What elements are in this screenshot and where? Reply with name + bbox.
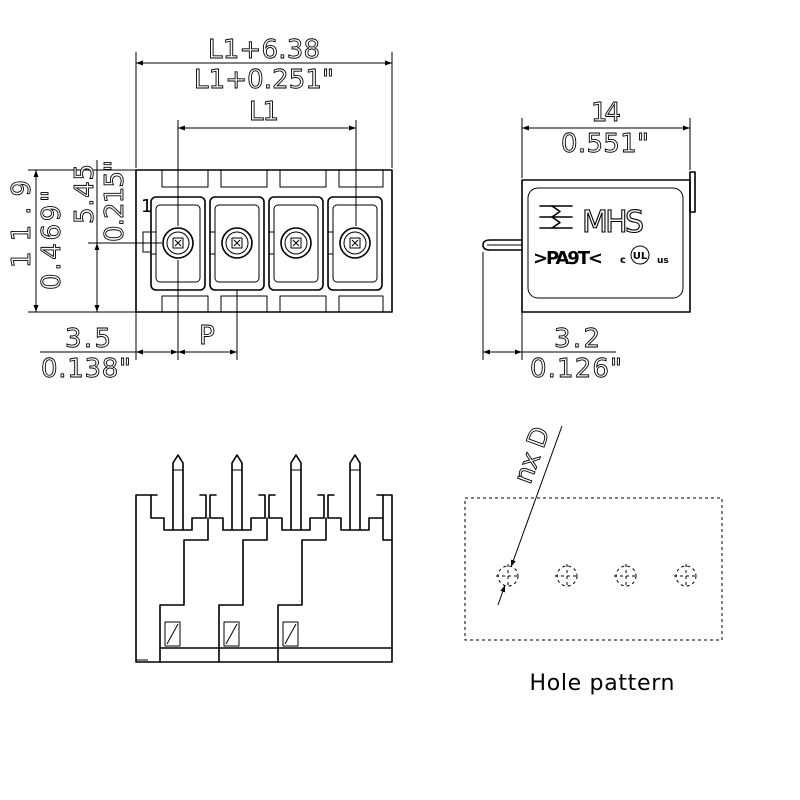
terminal-cell-3	[268, 170, 327, 312]
terminal-cell-4	[327, 170, 384, 312]
dim-pitch-span: L1	[177, 97, 357, 360]
pin-1	[150, 454, 209, 663]
edge-offset-in-label: 0.138"	[41, 354, 131, 384]
screw	[339, 227, 371, 259]
front-side-notch	[142, 231, 150, 253]
ul-cert-icon: c UL us	[620, 245, 669, 266]
material-label: >PA9T<	[533, 248, 603, 269]
svg-text:us: us	[657, 256, 669, 266]
overall-length-in-label: L1+0.251"	[194, 65, 334, 95]
pin-3	[268, 454, 327, 663]
svg-text:c: c	[620, 255, 626, 266]
height-mm-label: 11.9	[7, 180, 37, 268]
terminal-cell-2	[209, 170, 268, 312]
height-in-label: 0.469"	[37, 190, 67, 290]
screw	[162, 227, 194, 259]
side-body-outline	[521, 179, 691, 313]
center-height-mm-label: 5.45	[70, 164, 100, 224]
dim-pin-length: 3.2 0.126"	[482, 252, 622, 384]
pin1-label: 1	[141, 196, 152, 217]
pin-4	[327, 454, 393, 541]
pitch-label: P	[199, 321, 215, 351]
brand-label: MHS	[582, 205, 644, 240]
center-height-in-label: 0.215"	[100, 160, 130, 242]
top-view	[135, 454, 393, 663]
edge-offset-mm-label: 3.5	[65, 324, 111, 354]
pin-length-in-label: 0.126"	[530, 354, 622, 384]
hole-pattern: nx D Hole pattern	[464, 422, 723, 696]
dim-overall-length: L1+6.38 L1+0.251"	[135, 35, 393, 168]
hole-diameter-label: nx D	[508, 423, 556, 488]
front-body-outline	[135, 169, 393, 313]
pin-length-mm-label: 3.2	[554, 324, 600, 354]
side-latch	[689, 171, 696, 213]
hole-2	[555, 564, 579, 588]
svg-text:UL: UL	[633, 251, 648, 262]
hole-3	[614, 564, 638, 588]
pcb-outline	[464, 497, 723, 641]
front-view: 1	[7, 35, 393, 384]
pitch-span-label: L1	[249, 97, 279, 127]
side-view: MHS >PA9T< c UL us 14 0.551" 3.2 0.126"	[482, 98, 696, 384]
terminal-cell-1	[150, 170, 209, 312]
hole-4	[674, 564, 698, 588]
side-pin	[482, 239, 523, 251]
dim-pitch: P	[178, 321, 237, 355]
overall-length-mm-label: L1+6.38	[208, 35, 320, 65]
depth-in-label: 0.551"	[561, 129, 649, 159]
screw	[221, 227, 253, 259]
depth-mm-label: 14	[591, 98, 621, 128]
label-area	[527, 187, 684, 299]
top-body-outline	[135, 494, 393, 663]
mhs-logo-icon	[539, 205, 573, 229]
dim-edge-offset: 3.5 0.138"	[40, 290, 238, 384]
hole-pattern-caption: Hole pattern	[530, 671, 675, 696]
dim-depth: 14 0.551"	[521, 98, 691, 178]
dim-center-height: 5.45 0.215"	[70, 160, 162, 312]
hole-1	[496, 564, 520, 588]
screw	[280, 227, 312, 259]
pin-2	[209, 454, 268, 663]
